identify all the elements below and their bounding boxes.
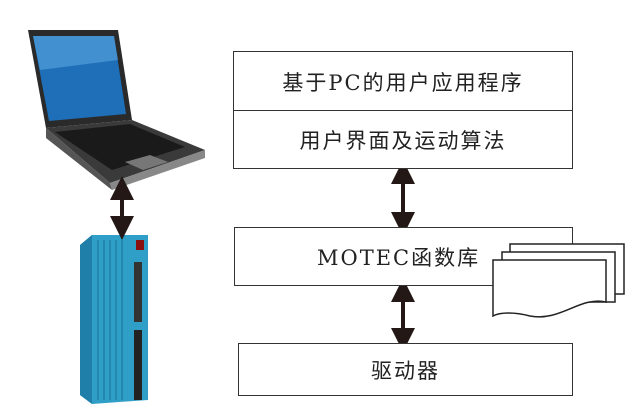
layer-label: 用户界面及运动算法 bbox=[299, 128, 507, 153]
layer-driver: 驱动器 bbox=[238, 343, 573, 396]
layer-label: 驱动器 bbox=[371, 358, 440, 383]
layer-label: MOTEC函数库 bbox=[317, 245, 481, 270]
laptop-icon bbox=[28, 30, 205, 190]
servo-driver-icon bbox=[80, 235, 148, 404]
layer-ui-motion-algorithm: 用户界面及运动算法 bbox=[233, 110, 573, 169]
layer-label: 基于PC的用户应用程序 bbox=[282, 70, 524, 95]
